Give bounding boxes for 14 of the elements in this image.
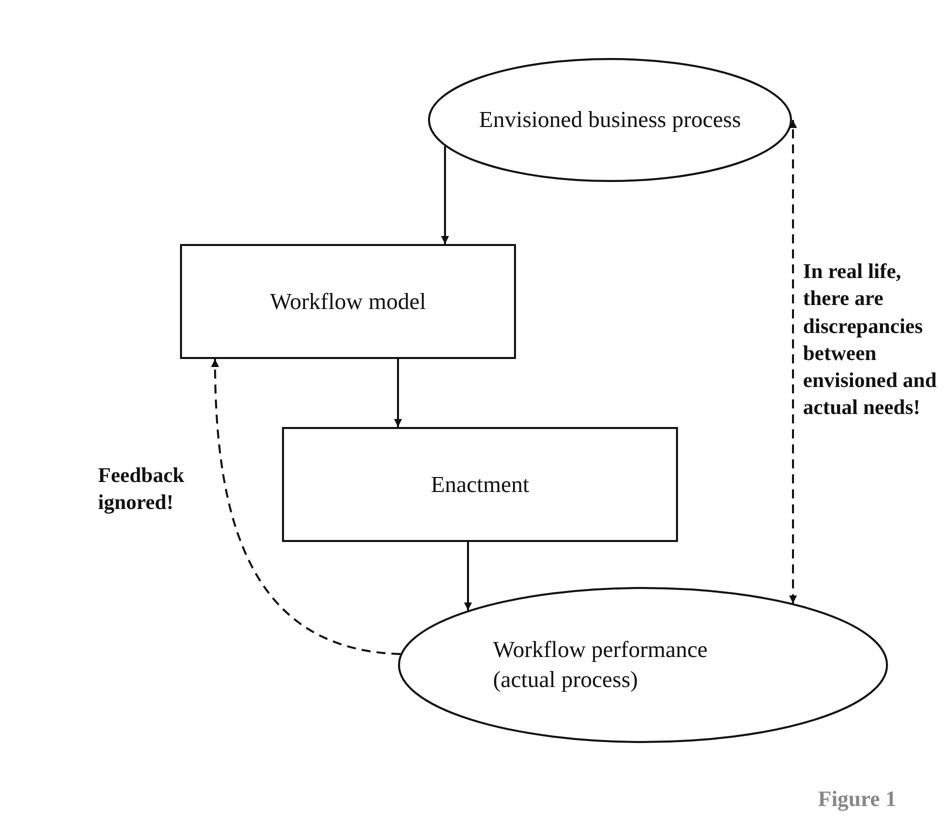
arrow [394, 359, 402, 427]
node-label: Enactment [430, 470, 530, 499]
node-label: Workflow model [270, 288, 426, 316]
figure-caption: Figure 1 [818, 786, 896, 812]
dashed-arrow [789, 120, 797, 604]
process-ellipse [398, 587, 888, 743]
process-ellipse [428, 58, 792, 182]
node-label: Envisioned business process [479, 106, 741, 134]
process-box [282, 427, 678, 542]
arrow [464, 542, 472, 610]
process-box [180, 244, 516, 359]
arrow [441, 146, 449, 244]
dashed-arrow [211, 358, 401, 655]
node-label: Workflow performance (actual process) [493, 636, 709, 694]
